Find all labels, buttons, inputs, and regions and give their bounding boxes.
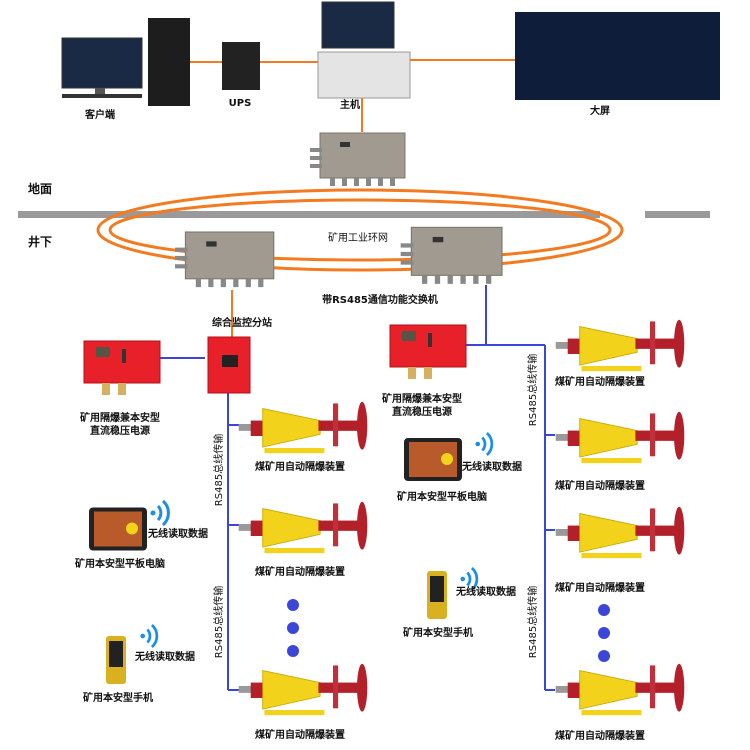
ring-switch-right <box>400 226 503 285</box>
bus-label: RS485总线传输 <box>526 586 539 658</box>
power-label-left-1: 矿用隔爆兼本安型 <box>80 411 160 424</box>
ground-line-right <box>645 211 710 218</box>
device-label: 煤矿用自动隔爆装置 <box>555 581 645 594</box>
ring-label: 矿用工业环网 <box>328 231 388 244</box>
ups-unit <box>222 42 260 90</box>
power-supply-right <box>389 324 467 380</box>
device-label: 煤矿用自动隔爆装置 <box>555 375 645 388</box>
screen-label: 大屏 <box>590 104 610 117</box>
phone-label: 矿用本安型手机 <box>403 626 473 639</box>
power-label-right-1: 矿用隔爆兼本安型 <box>382 392 462 405</box>
explosion-isolator-device <box>555 319 685 372</box>
wireless-label: 无线读取数据 <box>147 527 208 540</box>
wifi-icon <box>475 431 494 457</box>
ground-line <box>18 211 600 218</box>
tablet-left <box>89 507 147 551</box>
wifi-icon <box>140 623 159 649</box>
phone-left <box>106 636 126 684</box>
tablet-center <box>404 438 462 481</box>
explosion-isolator-device <box>238 501 368 554</box>
explosion-isolator-device <box>238 401 368 454</box>
bus-label: RS485总线传输 <box>212 586 225 658</box>
power-label-right-2: 直流稳压电源 <box>392 405 452 418</box>
device-label: 煤矿用自动隔爆装置 <box>255 460 345 473</box>
monitoring-substation <box>207 336 251 394</box>
host-label: 主机 <box>340 98 360 111</box>
industrial-ring-network <box>96 188 624 272</box>
power-supply-left <box>83 340 161 395</box>
bus-label: RS485总线传输 <box>526 354 539 426</box>
explosion-isolator-device <box>555 506 685 559</box>
bus-label: RS485总线传输 <box>212 434 225 506</box>
ups-label: UPS <box>229 98 252 109</box>
device-label: 煤矿用自动隔爆装置 <box>255 565 345 578</box>
more-devices-ellipsis-right <box>598 604 610 662</box>
wireless-label: 无线读取数据 <box>461 460 522 473</box>
wifi-icon <box>150 499 170 527</box>
tablet-label: 矿用本安型平板电脑 <box>75 557 165 570</box>
phone-label: 矿用本安型手机 <box>83 691 153 704</box>
underground-label: 井下 <box>28 234 52 249</box>
wireless-label: 无线读取数据 <box>134 650 195 663</box>
device-label: 煤矿用自动隔爆装置 <box>555 729 645 742</box>
big-screen <box>515 12 720 100</box>
tablet-label: 矿用本安型平板电脑 <box>397 490 487 503</box>
wireless-label: 无线读取数据 <box>455 585 516 598</box>
switch-label: 带RS485通信功能交换机 <box>322 293 438 306</box>
client-label: 客户端 <box>84 108 115 121</box>
device-label: 煤矿用自动隔爆装置 <box>555 479 645 492</box>
explosion-isolator-device <box>555 411 685 464</box>
power-label-left-2: 直流稳压电源 <box>90 424 150 437</box>
ground-label: 地面 <box>28 181 52 196</box>
host-server <box>317 1 411 99</box>
explosion-isolator-device <box>238 663 368 716</box>
station-label: 综合监控分站 <box>212 316 272 329</box>
ring-switch-left <box>175 231 275 288</box>
rs485-bus-lines <box>160 285 555 691</box>
surface-switch <box>309 132 406 187</box>
phone-center <box>427 571 447 619</box>
explosion-isolator-device <box>555 663 685 716</box>
client-workstation <box>61 18 190 106</box>
fiber-links <box>190 59 515 337</box>
more-devices-ellipsis-left <box>287 599 299 657</box>
device-label: 煤矿用自动隔爆装置 <box>255 728 345 741</box>
